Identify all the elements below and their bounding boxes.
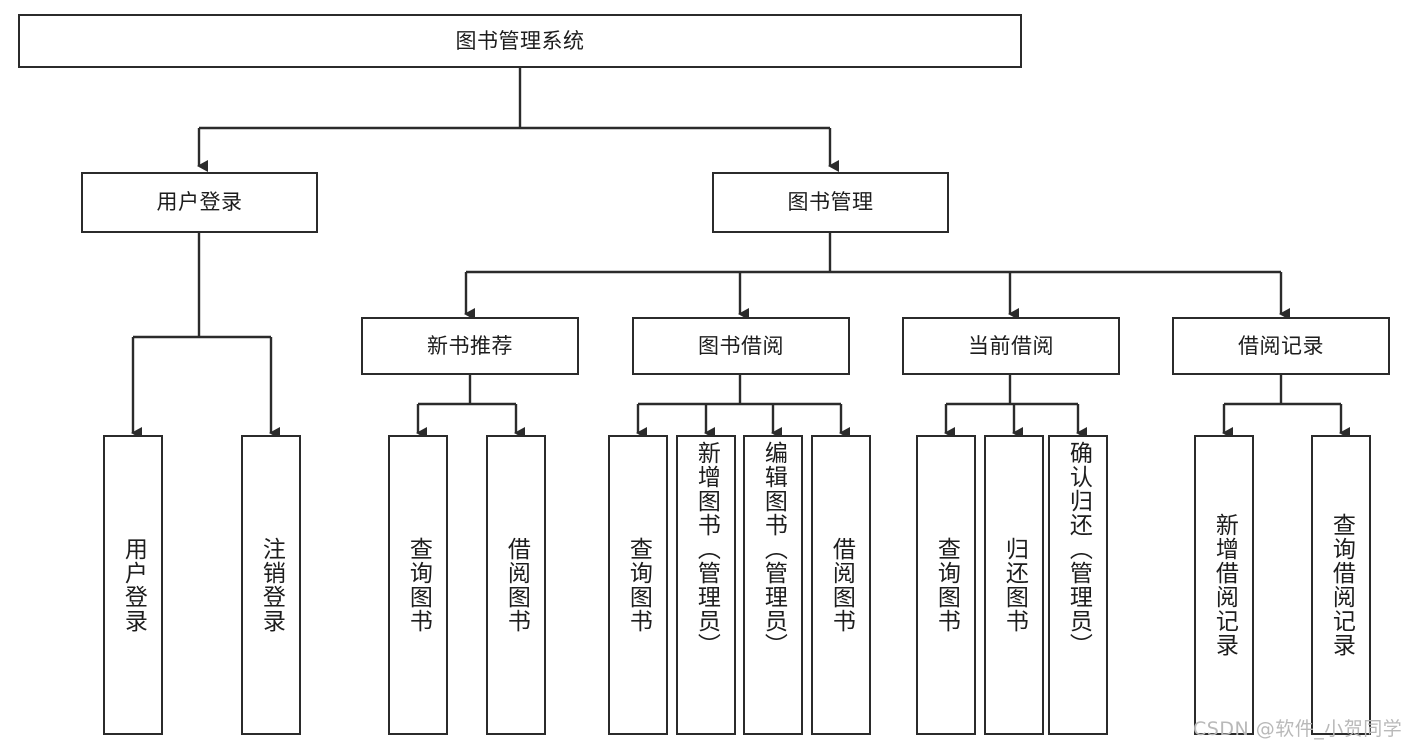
node-book-manage[interactable]: 图书管理 xyxy=(712,172,949,233)
node-book-borrow[interactable]: 图书借阅 xyxy=(632,317,850,375)
node-leaf-query-record-label: 查询借阅记录 xyxy=(1328,513,1355,657)
node-borrow-record-label: 借阅记录 xyxy=(1238,333,1324,358)
node-leaf-query-book-2[interactable]: 查询图书 xyxy=(608,435,668,735)
node-leaf-logout-label: 注销登录 xyxy=(258,537,285,633)
node-leaf-borrow-book-2[interactable]: 借阅图书 xyxy=(811,435,871,735)
node-borrow-record[interactable]: 借阅记录 xyxy=(1172,317,1390,375)
node-leaf-user-login[interactable]: 用户登录 xyxy=(103,435,163,735)
node-leaf-borrow-book-1-label: 借阅图书 xyxy=(503,537,530,633)
node-leaf-confirm-return-label: 确认归还（管理员） xyxy=(1065,441,1092,657)
node-leaf-query-record[interactable]: 查询借阅记录 xyxy=(1311,435,1371,735)
node-root[interactable]: 图书管理系统 xyxy=(18,14,1022,68)
node-leaf-add-book-label: 新增图书（管理员） xyxy=(693,441,720,657)
node-leaf-add-record[interactable]: 新增借阅记录 xyxy=(1194,435,1254,735)
node-leaf-return-book[interactable]: 归还图书 xyxy=(984,435,1044,735)
node-new-book-rec[interactable]: 新书推荐 xyxy=(361,317,579,375)
node-user-login-label: 用户登录 xyxy=(156,190,243,215)
node-leaf-query-book-1-label: 查询图书 xyxy=(405,537,432,633)
node-root-label: 图书管理系统 xyxy=(455,28,585,53)
node-leaf-query-book-3-label: 查询图书 xyxy=(933,537,960,633)
node-book-manage-label: 图书管理 xyxy=(787,190,874,215)
node-leaf-logout[interactable]: 注销登录 xyxy=(241,435,301,735)
csdn-watermark: CSDN @软件_小贺同学 xyxy=(1193,718,1403,740)
node-leaf-edit-book[interactable]: 编辑图书（管理员） xyxy=(743,435,803,735)
node-new-book-rec-label: 新书推荐 xyxy=(427,333,513,358)
node-leaf-query-book-3[interactable]: 查询图书 xyxy=(916,435,976,735)
node-leaf-user-login-label: 用户登录 xyxy=(120,537,147,633)
node-current-borrow-label: 当前借阅 xyxy=(968,333,1054,358)
node-leaf-query-book-1[interactable]: 查询图书 xyxy=(388,435,448,735)
node-leaf-edit-book-label: 编辑图书（管理员） xyxy=(760,441,787,657)
node-leaf-add-record-label: 新增借阅记录 xyxy=(1211,513,1238,657)
node-leaf-borrow-book-1[interactable]: 借阅图书 xyxy=(486,435,546,735)
node-leaf-borrow-book-2-label: 借阅图书 xyxy=(828,537,855,633)
node-leaf-query-book-2-label: 查询图书 xyxy=(625,537,652,633)
node-user-login[interactable]: 用户登录 xyxy=(81,172,318,233)
node-current-borrow[interactable]: 当前借阅 xyxy=(902,317,1120,375)
node-leaf-add-book[interactable]: 新增图书（管理员） xyxy=(676,435,736,735)
node-book-borrow-label: 图书借阅 xyxy=(698,333,784,358)
node-leaf-return-book-label: 归还图书 xyxy=(1001,537,1028,633)
node-leaf-confirm-return[interactable]: 确认归还（管理员） xyxy=(1048,435,1108,735)
